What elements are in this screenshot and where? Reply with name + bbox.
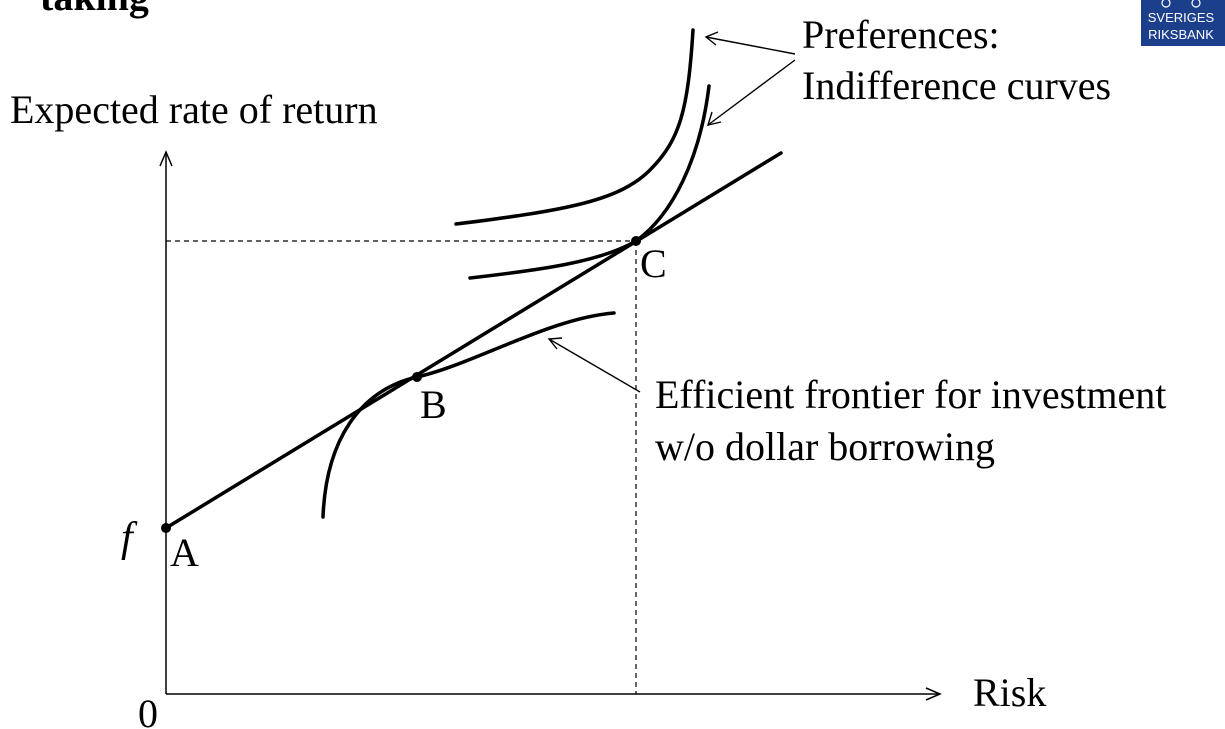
point-a-dot bbox=[161, 523, 171, 533]
y-axis-label: Expected rate of return bbox=[10, 87, 378, 132]
intercept-f-label: f bbox=[121, 515, 138, 561]
indifference-curve-lower bbox=[468, 84, 711, 280]
indifference-curve-upper bbox=[454, 28, 695, 226]
y-axis-arrowhead bbox=[159, 150, 173, 167]
preferences-pointer-upper bbox=[705, 36, 796, 55]
point-b-dot bbox=[412, 372, 422, 382]
logo-text-riksbank: RIKSBANK bbox=[1148, 27, 1214, 42]
point-b-label: B bbox=[420, 382, 447, 427]
riksbank-logo: SVERIGES RIKSBANK bbox=[1141, 0, 1225, 46]
point-a-label: A bbox=[170, 530, 199, 575]
slide-title-fragment: taking bbox=[40, 0, 149, 19]
x-axis-label: Risk bbox=[973, 670, 1046, 715]
frontier-pointer-arrowhead bbox=[547, 337, 563, 350]
logo-text-sveriges: SVERIGES bbox=[1148, 10, 1215, 25]
preferences-pointer-upper-arrowhead bbox=[704, 31, 719, 46]
borrowing-line bbox=[164, 151, 783, 530]
origin-label: 0 bbox=[138, 691, 158, 729]
frontier-label-line2: w/o dollar borrowing bbox=[655, 424, 995, 469]
preferences-label-line1: Preferences: bbox=[802, 12, 1000, 57]
x-axis-arrowhead bbox=[925, 687, 942, 701]
point-c-dot bbox=[631, 236, 641, 246]
point-c-label: C bbox=[640, 241, 667, 286]
frontier-label-line1: Efficient frontier for investment bbox=[655, 372, 1166, 417]
preferences-pointer-lower bbox=[707, 59, 796, 126]
frontier-pointer bbox=[548, 338, 641, 393]
preferences-pointer-lower-arrowhead bbox=[706, 111, 722, 126]
preferences-label-line2: Indifference curves bbox=[802, 63, 1111, 108]
